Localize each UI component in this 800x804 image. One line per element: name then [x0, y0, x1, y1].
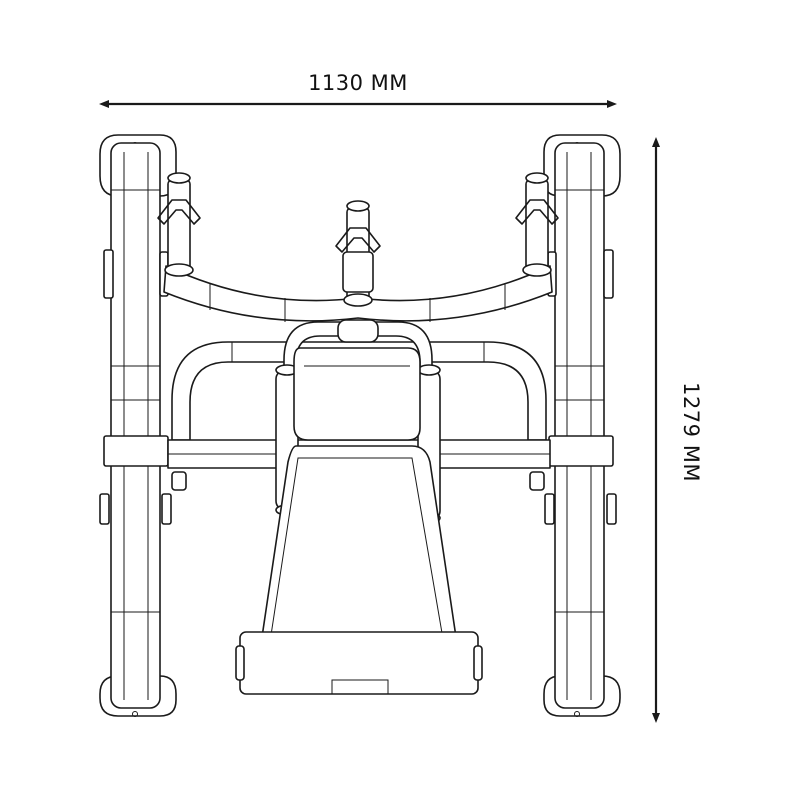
left-horn-clip	[157, 199, 201, 225]
crossbar-tube	[163, 265, 553, 322]
height-dimension: 1279 MM	[652, 137, 703, 723]
left-bottom-bolt	[132, 711, 138, 717]
right-horn-clip	[515, 199, 559, 225]
right-clamp-collar	[548, 435, 614, 467]
seat	[235, 445, 483, 695]
left-clamp-collar	[103, 435, 169, 467]
right-bottom-bolt	[574, 711, 580, 717]
seat-base	[239, 631, 479, 695]
width-label: 1130 MM	[308, 71, 408, 95]
right-upright-tube	[554, 142, 605, 709]
right-frame-rail	[543, 134, 621, 717]
height-label: 1279 MM	[679, 382, 703, 482]
right-bottom-foot-plate	[543, 675, 621, 717]
right-weight-horn	[515, 172, 559, 277]
back-pad-cushion	[293, 347, 421, 441]
center-weight-horn	[335, 200, 381, 307]
left-frame-rail	[99, 134, 177, 717]
left-bottom-foot-plate	[99, 675, 177, 717]
center-horn-clip	[335, 227, 381, 253]
arm-pivot-hub	[337, 319, 379, 343]
left-outer-bracket-upper	[103, 249, 114, 299]
left-weight-horn	[157, 172, 201, 277]
top-curved-crossbar	[163, 265, 553, 322]
right-outer-bracket-upper	[603, 249, 614, 299]
left-upright-tube	[110, 142, 161, 709]
back-pad	[293, 347, 421, 441]
width-dimension: 1130 MM	[99, 71, 617, 108]
